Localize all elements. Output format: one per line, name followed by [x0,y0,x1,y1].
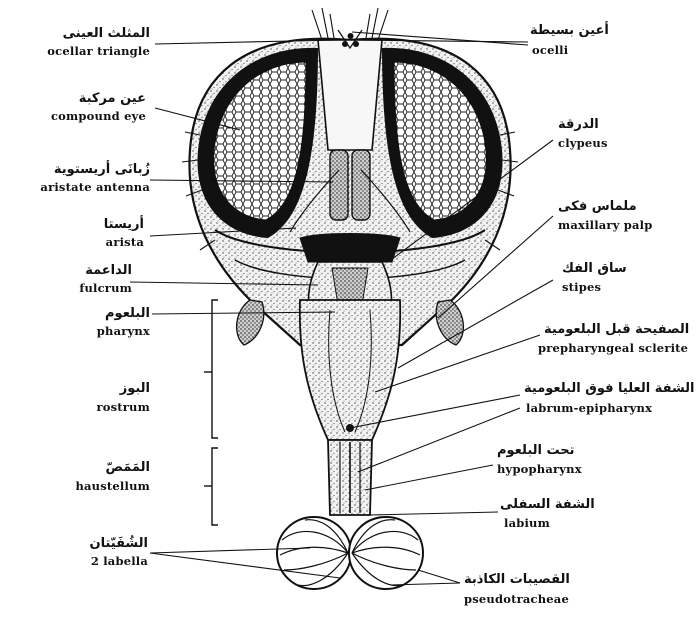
label-pseudotracheae-en: pseudotracheae [464,594,569,606]
label-pharynx-ar: البلعوم [105,307,150,320]
label-aristate-antenna-ar: زُبانَى أريستوية [54,163,150,176]
rostrum-shape [300,300,400,440]
labella-shape [277,517,423,589]
label-stipes-ar: ساق الفك [562,262,627,275]
label-labella-ar: الشُفَيّتان [89,537,148,550]
label-pseudotracheae-ar: القصيبات الكاذبة [464,573,570,586]
label-ocelli-ar: أعين بسيطة [530,24,609,37]
frons [318,30,382,150]
label-ocellar-triangle-ar: المثلث العينى [63,27,150,40]
label-haustellum-ar: المَمَصّ [105,461,150,474]
label-clypeus-ar: الدرقة [558,118,599,131]
label-maxillary-palp-ar: ملماس فكى [558,200,637,213]
label-labella-en: 2 labella [91,556,148,568]
label-maxillary-palp-en: maxillary palp [558,220,652,232]
haustellum-shape [328,440,372,515]
label-fulcrum-ar: الداعمة [85,264,132,277]
label-ocellar-triangle-en: ocellar triangle [47,46,150,58]
label-prepharyngeal-sclerite-en: prepharyngeal sclerite [538,343,688,355]
label-fulcrum-en: fulcrum [79,283,132,295]
label-labium-ar: الشفة السفلى [500,498,595,511]
label-ocelli-en: ocelli [532,45,568,57]
label-prepharyngeal-sclerite-ar: الصفيحة قبل البلعومية [544,323,689,336]
label-rostrum-ar: البوز [120,382,150,395]
label-labrum-epipharynx-en: labrum-epipharynx [526,403,652,415]
label-arista-ar: أريستا [104,218,144,231]
label-stipes-en: stipes [562,282,601,294]
label-compound-eye-ar: عين مركبة [79,92,146,105]
label-rostrum-en: rostrum [96,402,150,414]
label-hypopharynx-ar: تحت البلعوم [497,444,575,457]
label-compound-eye-en: compound eye [51,111,146,123]
clypeus-plate [300,234,400,263]
label-arista-en: arista [106,237,144,249]
label-pharynx-en: pharynx [97,326,150,338]
label-hypopharynx-en: hypopharynx [497,464,582,476]
label-aristate-antenna-en: aristate antenna [40,182,150,194]
label-clypeus-en: clypeus [558,138,608,150]
label-haustellum-en: haustellum [75,481,150,493]
brackets [204,300,218,525]
label-labium-en: labium [504,518,550,530]
label-labrum-epipharynx-ar: الشفة العليا فوق البلعومية [524,382,695,395]
